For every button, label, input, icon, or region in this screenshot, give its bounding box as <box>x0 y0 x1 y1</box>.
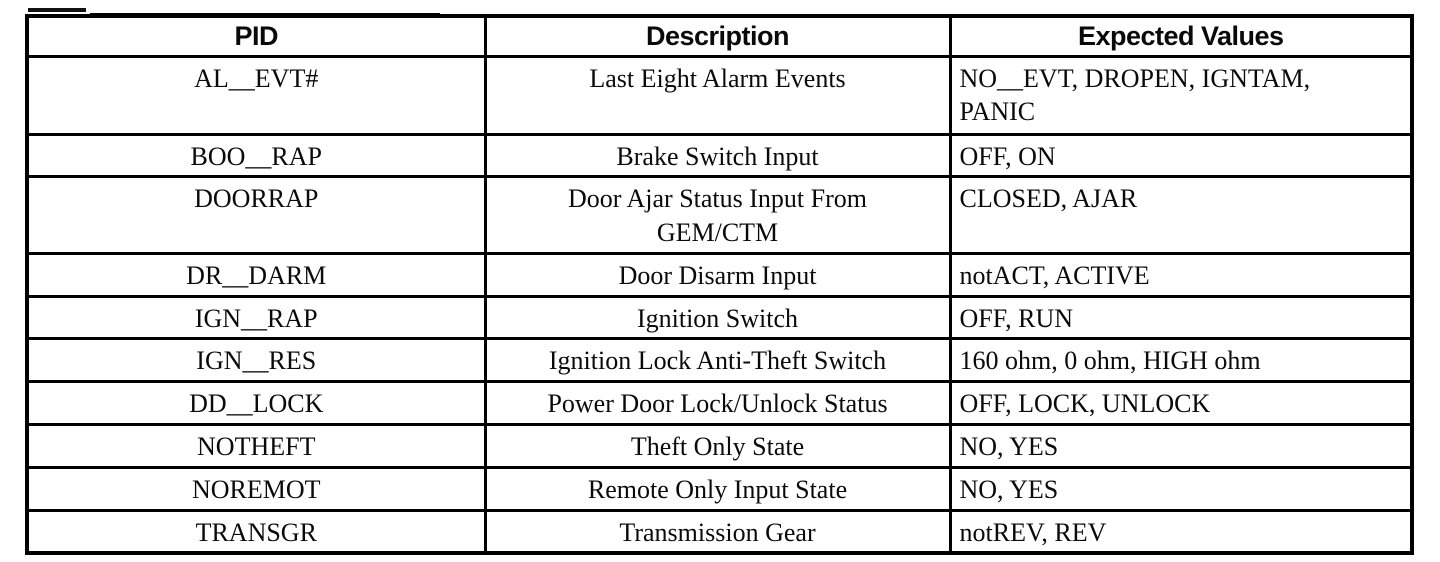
description-cell: Theft Only State <box>483 423 952 469</box>
table-row: DOORRAP Door Ajar Status Input From GEM/… <box>25 175 1414 255</box>
pid-cell: DOORRAP <box>25 175 487 255</box>
description-cell: Transmission Gear <box>483 508 952 555</box>
description-cell: Door Ajar Status Input From GEM/CTM <box>483 175 952 255</box>
pid-cell: NOREMOT <box>25 465 487 512</box>
pid-cell: IGN__RAP <box>25 294 487 341</box>
pid-cell: IGN__RES <box>25 337 487 384</box>
table-row: DR__DARM Door Disarm Input notACT, ACTIV… <box>25 251 1414 298</box>
description-cell: Brake Switch Input <box>483 132 952 179</box>
pid-table: PID Description Expected Values AL__EVT#… <box>25 14 1414 556</box>
table-row: DD__LOCK Power Door Lock/Unlock Status O… <box>25 380 1414 427</box>
table-row: AL__EVT# Last Eight Alarm Events NO__EVT… <box>25 54 1414 136</box>
expected-values-cell: NO, YES <box>948 423 1414 469</box>
table-row: NOREMOT Remote Only Input State NO, YES <box>25 465 1414 512</box>
pid-cell: AL__EVT# <box>25 54 487 136</box>
expected-values-cell: notACT, ACTIVE <box>948 251 1414 298</box>
description-cell: Remote Only Input State <box>483 465 952 512</box>
expected-values-cell: NO__EVT, DROPEN, IGNTAM, PANIC <box>948 54 1414 136</box>
description-cell: Ignition Switch <box>483 294 952 341</box>
description-cell: Power Door Lock/Unlock Status <box>483 380 952 427</box>
scan-artifact <box>28 8 86 12</box>
expected-values-cell: OFF, RUN <box>948 294 1414 341</box>
expected-values-cell: CLOSED, AJAR <box>948 175 1414 255</box>
column-header-description: Description <box>483 14 952 58</box>
table-row: IGN__RES Ignition Lock Anti-Theft Switch… <box>25 337 1414 384</box>
expected-values-cell: 160 ohm, 0 ohm, HIGH ohm <box>948 337 1414 384</box>
header-row: PID Description Expected Values <box>25 14 1414 58</box>
pid-cell: NOTHEFT <box>25 423 487 469</box>
expected-values-cell: NO, YES <box>948 465 1414 512</box>
pid-cell: DR__DARM <box>25 251 487 298</box>
pid-cell: DD__LOCK <box>25 380 487 427</box>
table-row: BOO__RAP Brake Switch Input OFF, ON <box>25 132 1414 179</box>
column-header-pid: PID <box>25 14 487 58</box>
table-row: NOTHEFT Theft Only State NO, YES <box>25 423 1414 469</box>
expected-values-cell: OFF, ON <box>948 132 1414 179</box>
pid-cell: BOO__RAP <box>25 132 487 179</box>
description-cell: Last Eight Alarm Events <box>483 54 952 136</box>
pid-cell: TRANSGR <box>25 508 487 555</box>
description-cell: Ignition Lock Anti-Theft Switch <box>483 337 952 384</box>
expected-values-cell: OFF, LOCK, UNLOCK <box>948 380 1414 427</box>
table-row: IGN__RAP Ignition Switch OFF, RUN <box>25 294 1414 341</box>
column-header-expected-values: Expected Values <box>948 14 1414 58</box>
table-row: TRANSGR Transmission Gear notREV, REV <box>25 508 1414 555</box>
description-cell: Door Disarm Input <box>483 251 952 298</box>
expected-values-cell: notREV, REV <box>948 508 1414 555</box>
